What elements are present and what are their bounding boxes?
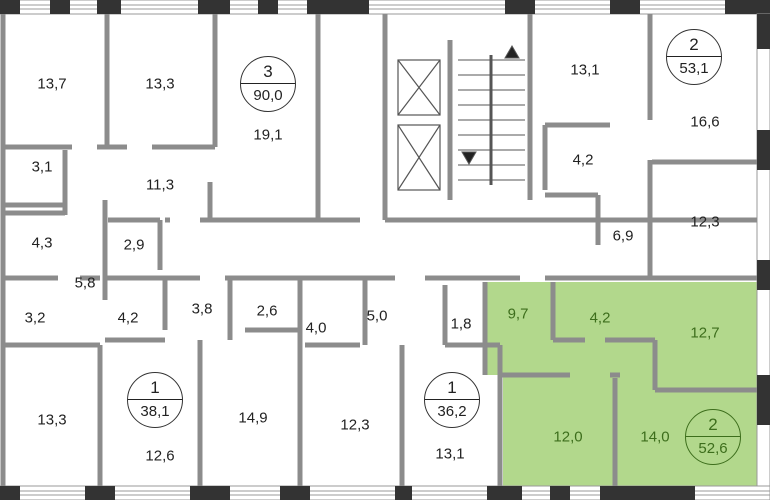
room-area: 12,0	[553, 428, 583, 446]
room-area: 5,8	[74, 274, 96, 292]
room-area: 4,2	[572, 151, 594, 169]
room-area: 12,6	[145, 447, 175, 465]
apartment-rooms: 2	[686, 410, 740, 437]
room-area: 6,9	[612, 227, 634, 245]
room-area: 3,8	[191, 300, 213, 318]
apartment-rooms: 2	[667, 30, 721, 57]
apartment-rooms: 3	[241, 57, 295, 84]
apartment-area: 90,0	[253, 87, 283, 104]
room-area: 19,1	[253, 126, 283, 144]
apartment-area: 36,2	[437, 403, 467, 420]
room-area: 2,6	[256, 302, 278, 320]
apartment-area: 53,1	[679, 60, 709, 77]
facade-top	[0, 0, 770, 15]
room-area: 4,2	[589, 309, 611, 327]
room-area: 4,2	[117, 309, 139, 327]
room-area: 12,3	[690, 213, 720, 231]
room-area: 13,3	[145, 75, 175, 93]
room-area: 13,3	[37, 411, 67, 429]
room-area: 16,6	[690, 113, 720, 131]
room-area: 13,7	[37, 75, 67, 93]
walls	[0, 14, 757, 486]
room-area: 1,8	[450, 315, 472, 333]
room-area: 3,2	[24, 309, 46, 327]
room-area: 14,9	[238, 409, 268, 427]
room-area: 13,1	[435, 445, 465, 463]
room-area: 13,1	[570, 61, 600, 79]
room-area: 12,7	[690, 324, 720, 342]
room-area: 5,0	[366, 307, 388, 325]
facade-bottom	[0, 485, 770, 500]
room-area: 11,3	[145, 176, 175, 194]
room-area: 2,9	[123, 236, 145, 254]
facade-right	[756, 13, 770, 487]
room-area: 9,7	[507, 305, 529, 323]
room-area: 14,0	[640, 428, 670, 446]
apartment-area: 38,1	[140, 403, 170, 420]
room-area: 4,3	[31, 234, 53, 252]
room-area: 4,0	[305, 319, 327, 337]
apartment-rooms: 1	[128, 373, 182, 400]
staircase	[458, 45, 525, 185]
elevator-shafts	[397, 59, 441, 191]
apartment-rooms: 1	[425, 373, 479, 400]
room-area: 12,3	[340, 416, 370, 434]
apartment-area: 52,6	[698, 440, 728, 457]
room-area: 3,1	[31, 158, 53, 176]
